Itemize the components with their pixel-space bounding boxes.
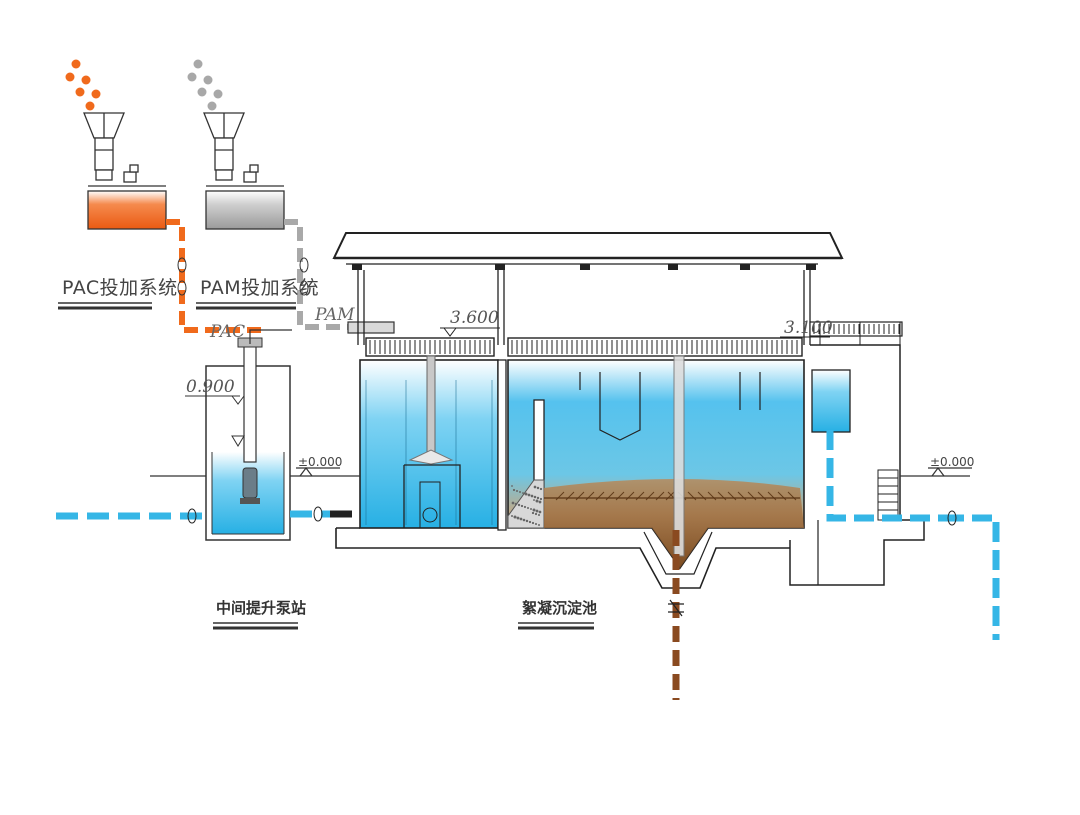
- pam-system-label: PAM投加系统: [200, 277, 320, 299]
- pac-pipe-fittings: [177, 257, 187, 296]
- water-inflow-pipe: [56, 510, 360, 520]
- pac-dosing-pipe: [166, 219, 262, 333]
- submersible-pump: [242, 467, 258, 499]
- coag-tank-label: 絮凝沉淀池: [522, 599, 598, 617]
- label-underlines: [58, 302, 594, 630]
- elevation-roof-top: 3.600: [450, 308, 499, 328]
- pam-tank: [205, 190, 285, 230]
- elevation-ground-right: ±0.000: [930, 455, 975, 469]
- pac-system-label: PAC投加系统: [62, 277, 178, 299]
- pam-dosing-unit: [187, 59, 285, 230]
- pam-hopper: [203, 112, 259, 183]
- mixer-shaft: [426, 355, 436, 457]
- pac-dosing-unit: [65, 59, 167, 230]
- pam-dosing-pipe: [284, 219, 372, 330]
- elevation-roof-right: 3.100: [784, 318, 833, 338]
- pac-particles: [65, 59, 101, 111]
- sludge-discharge-pipe: [668, 530, 684, 700]
- pac-hopper: [83, 112, 139, 183]
- elevation-pump-top: 0.900: [186, 377, 235, 397]
- pump-station: [185, 329, 292, 541]
- effluent-chamber: [811, 369, 851, 433]
- pac-pipe-label: PAC: [210, 322, 246, 342]
- mixer-impeller: [408, 449, 454, 465]
- pam-pipe-label: PAM: [315, 305, 355, 325]
- pac-tank: [87, 190, 167, 230]
- elevation-ground-left: ±0.000: [298, 455, 343, 469]
- pam-particles: [187, 59, 223, 111]
- pump-station-label: 中间提升泵站: [216, 599, 307, 617]
- water-outflow-pipe: [826, 430, 1000, 640]
- ground-lines: [150, 467, 972, 477]
- coag-sedimentation-tank: [332, 232, 925, 589]
